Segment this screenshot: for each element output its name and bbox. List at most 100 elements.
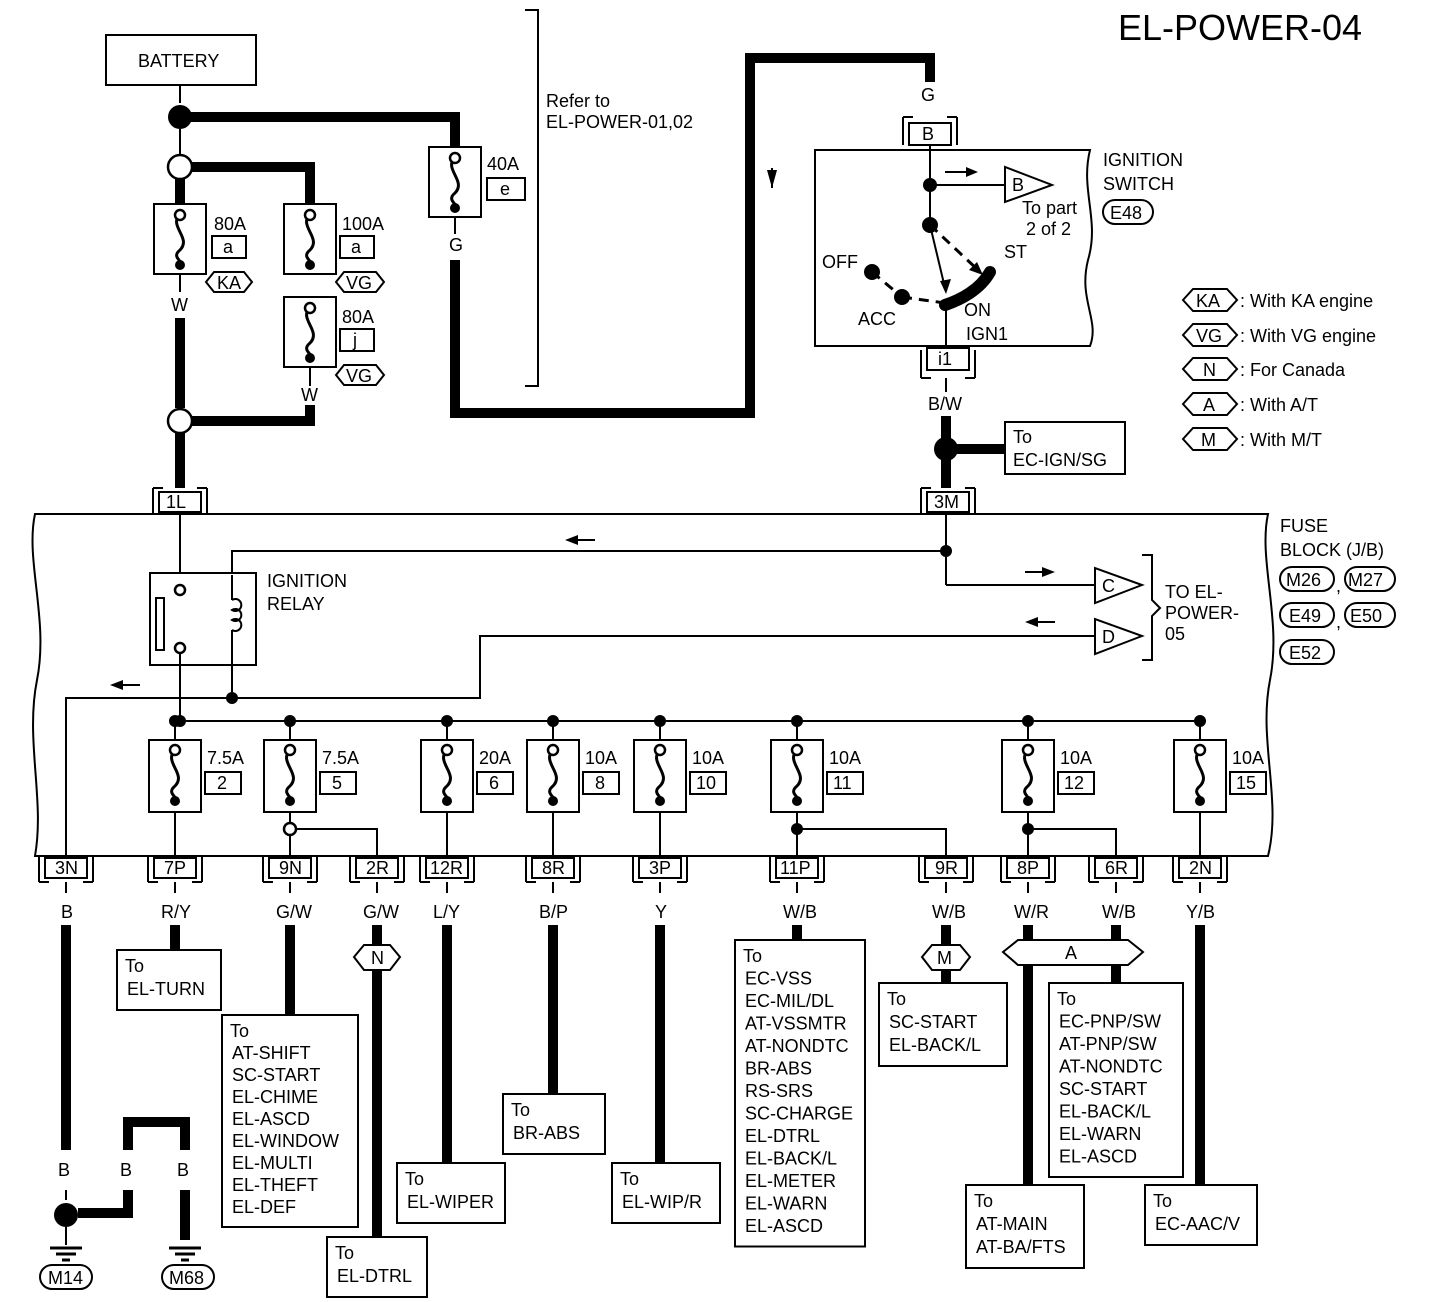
- dest-vss-line-7: SC-CHARGE: [745, 1104, 853, 1124]
- ign-terminal-i1: i1: [938, 349, 952, 369]
- dest-shift-line-2: SC-START: [232, 1065, 320, 1085]
- dest-box-vss: [734, 939, 866, 1248]
- legend-text-3: : With A/T: [1240, 395, 1318, 415]
- dest-vss-line-9: EL-BACK/L: [745, 1149, 837, 1169]
- connector-6R: 6R: [1105, 858, 1128, 878]
- connector-7P: 7P: [164, 858, 186, 878]
- fl2-tag: VG: [346, 273, 372, 293]
- dest-shift-line-1: AT-SHIFT: [232, 1043, 311, 1063]
- legend: KA : With KA engine VG : With VG engine …: [1181, 288, 1376, 451]
- legend-text-1: : With VG engine: [1240, 326, 1376, 346]
- connector-shell-3P: [632, 856, 688, 883]
- dest-shift-line-4: EL-ASCD: [232, 1109, 310, 1129]
- dest-aac-line-1: EC-AAC/V: [1155, 1214, 1240, 1234]
- fuse-amp-5: 7.5A: [322, 748, 359, 768]
- dest-turn-line-0: To: [125, 956, 144, 976]
- fb-conn-1: M27: [1348, 570, 1383, 590]
- dest-atmain-line-1: AT-MAIN: [976, 1214, 1048, 1234]
- wire-g2: G: [921, 85, 935, 105]
- fl3-code: j: [352, 330, 357, 350]
- wire-2N: Y/B: [1186, 902, 1215, 922]
- to-el-power-1: TO EL-: [1165, 582, 1223, 602]
- fuse-num-10: 10: [696, 773, 716, 793]
- legend-text-4: : With M/T: [1240, 430, 1322, 450]
- dest-dtrl-line-1: EL-DTRL: [337, 1266, 412, 1286]
- dest-vss-line-11: EL-WARN: [745, 1194, 827, 1214]
- splice-open-top: [166, 153, 194, 181]
- fuse-num-11: 11: [833, 773, 852, 793]
- ign-arrow-b: B: [1012, 175, 1024, 195]
- dest-vss-line-3: AT-VSSMTR: [745, 1014, 847, 1034]
- wire-bw: B/W: [928, 394, 962, 414]
- dest-vss-line-5: BR-ABS: [745, 1059, 812, 1079]
- connector-shell-6R: [1088, 856, 1144, 883]
- arrow-c: C: [1102, 576, 1115, 596]
- connector-2R: 2R: [366, 858, 389, 878]
- fuse-amp-8: 10A: [585, 748, 617, 768]
- wire-3P: Y: [655, 902, 667, 922]
- pos-acc: ACC: [858, 309, 896, 329]
- wire-8R: B/P: [539, 902, 568, 922]
- dest-wiper-line-0: To: [405, 1169, 424, 1189]
- refer-line1: Refer to: [546, 91, 610, 111]
- connector-12R: 12R: [430, 858, 463, 878]
- fl1-amp: 80A: [214, 214, 246, 234]
- wire-w2: W: [301, 385, 318, 405]
- dest-box-pnp: [1048, 982, 1184, 1178]
- dest-dtrl-line-0: To: [335, 1243, 354, 1263]
- fuse-amp-15: 10A: [1232, 748, 1264, 768]
- pos-on: ON: [964, 300, 991, 320]
- connector-shell-9N: [262, 856, 318, 883]
- dest-start-line-2: EL-BACK/L: [889, 1035, 981, 1055]
- to-part-2: 2 of 2: [1026, 219, 1071, 239]
- battery-box: [105, 34, 257, 86]
- dest-vss-line-6: RS-SRS: [745, 1081, 813, 1101]
- wire-7P: R/Y: [161, 902, 191, 922]
- wire-9N: G/W: [276, 902, 312, 922]
- fb-conn-3: E50: [1350, 606, 1382, 626]
- connector-3N: 3N: [55, 858, 78, 878]
- ground-m14: M14: [48, 1268, 83, 1288]
- connector-shell-12R: [419, 856, 475, 883]
- dest-vss-line-10: EL-METER: [745, 1171, 836, 1191]
- dest-pnp-line-7: EL-ASCD: [1059, 1147, 1137, 1167]
- connector-2N: 2N: [1189, 858, 1212, 878]
- page-title: EL-POWER-04: [1118, 7, 1362, 48]
- conn-3m: 3M: [934, 492, 959, 512]
- dest-vss-line-4: AT-NONDTC: [745, 1036, 849, 1056]
- dest-shift-line-3: EL-CHIME: [232, 1087, 318, 1107]
- fuse-num-5: 5: [332, 773, 342, 793]
- connector-shell-8R: [525, 856, 581, 883]
- dest-vss-line-0: To: [743, 946, 762, 966]
- wire-6R: W/B: [1102, 902, 1136, 922]
- fb-conn-4: E52: [1289, 643, 1321, 663]
- fl1-code: a: [223, 237, 234, 257]
- connector-shell-9R: [918, 856, 974, 883]
- ground-symbol-2: [169, 1246, 201, 1262]
- to-el-power-3: 05: [1165, 624, 1185, 644]
- dest-box-wiper: [396, 1162, 506, 1224]
- ec-ign-2: EC-IGN/SG: [1013, 450, 1107, 470]
- dest-vss-line-12: EL-ASCD: [745, 1216, 823, 1236]
- conn-1l: 1L: [166, 492, 186, 512]
- connector-9R: 9R: [935, 858, 958, 878]
- dest-shift-line-5: EL-WINDOW: [232, 1131, 339, 1151]
- fl2-code: a: [351, 237, 362, 257]
- legend-tag-3: A: [1203, 395, 1215, 415]
- dest-turn-line-1: EL-TURN: [127, 979, 205, 999]
- dest-box-abs: [502, 1093, 606, 1155]
- connector-shell-7P: [147, 856, 203, 883]
- wire-w1: W: [171, 295, 188, 315]
- legend-text-0: : With KA engine: [1240, 291, 1373, 311]
- connector-11P: 11P: [780, 858, 811, 878]
- dest-box-atmain: [965, 1184, 1085, 1269]
- legend-tag-4: M: [1201, 430, 1216, 450]
- gnd-wire-1: B: [58, 1160, 70, 1180]
- ign-switch-connector: E48: [1110, 203, 1142, 223]
- to-el-power-2: POWER-: [1165, 603, 1239, 623]
- fl3-amp: 80A: [342, 307, 374, 327]
- pos-off: OFF: [822, 252, 858, 272]
- legend-tag-0: KA: [1196, 291, 1220, 311]
- dest-pnp-line-2: AT-PNP/SW: [1059, 1034, 1157, 1054]
